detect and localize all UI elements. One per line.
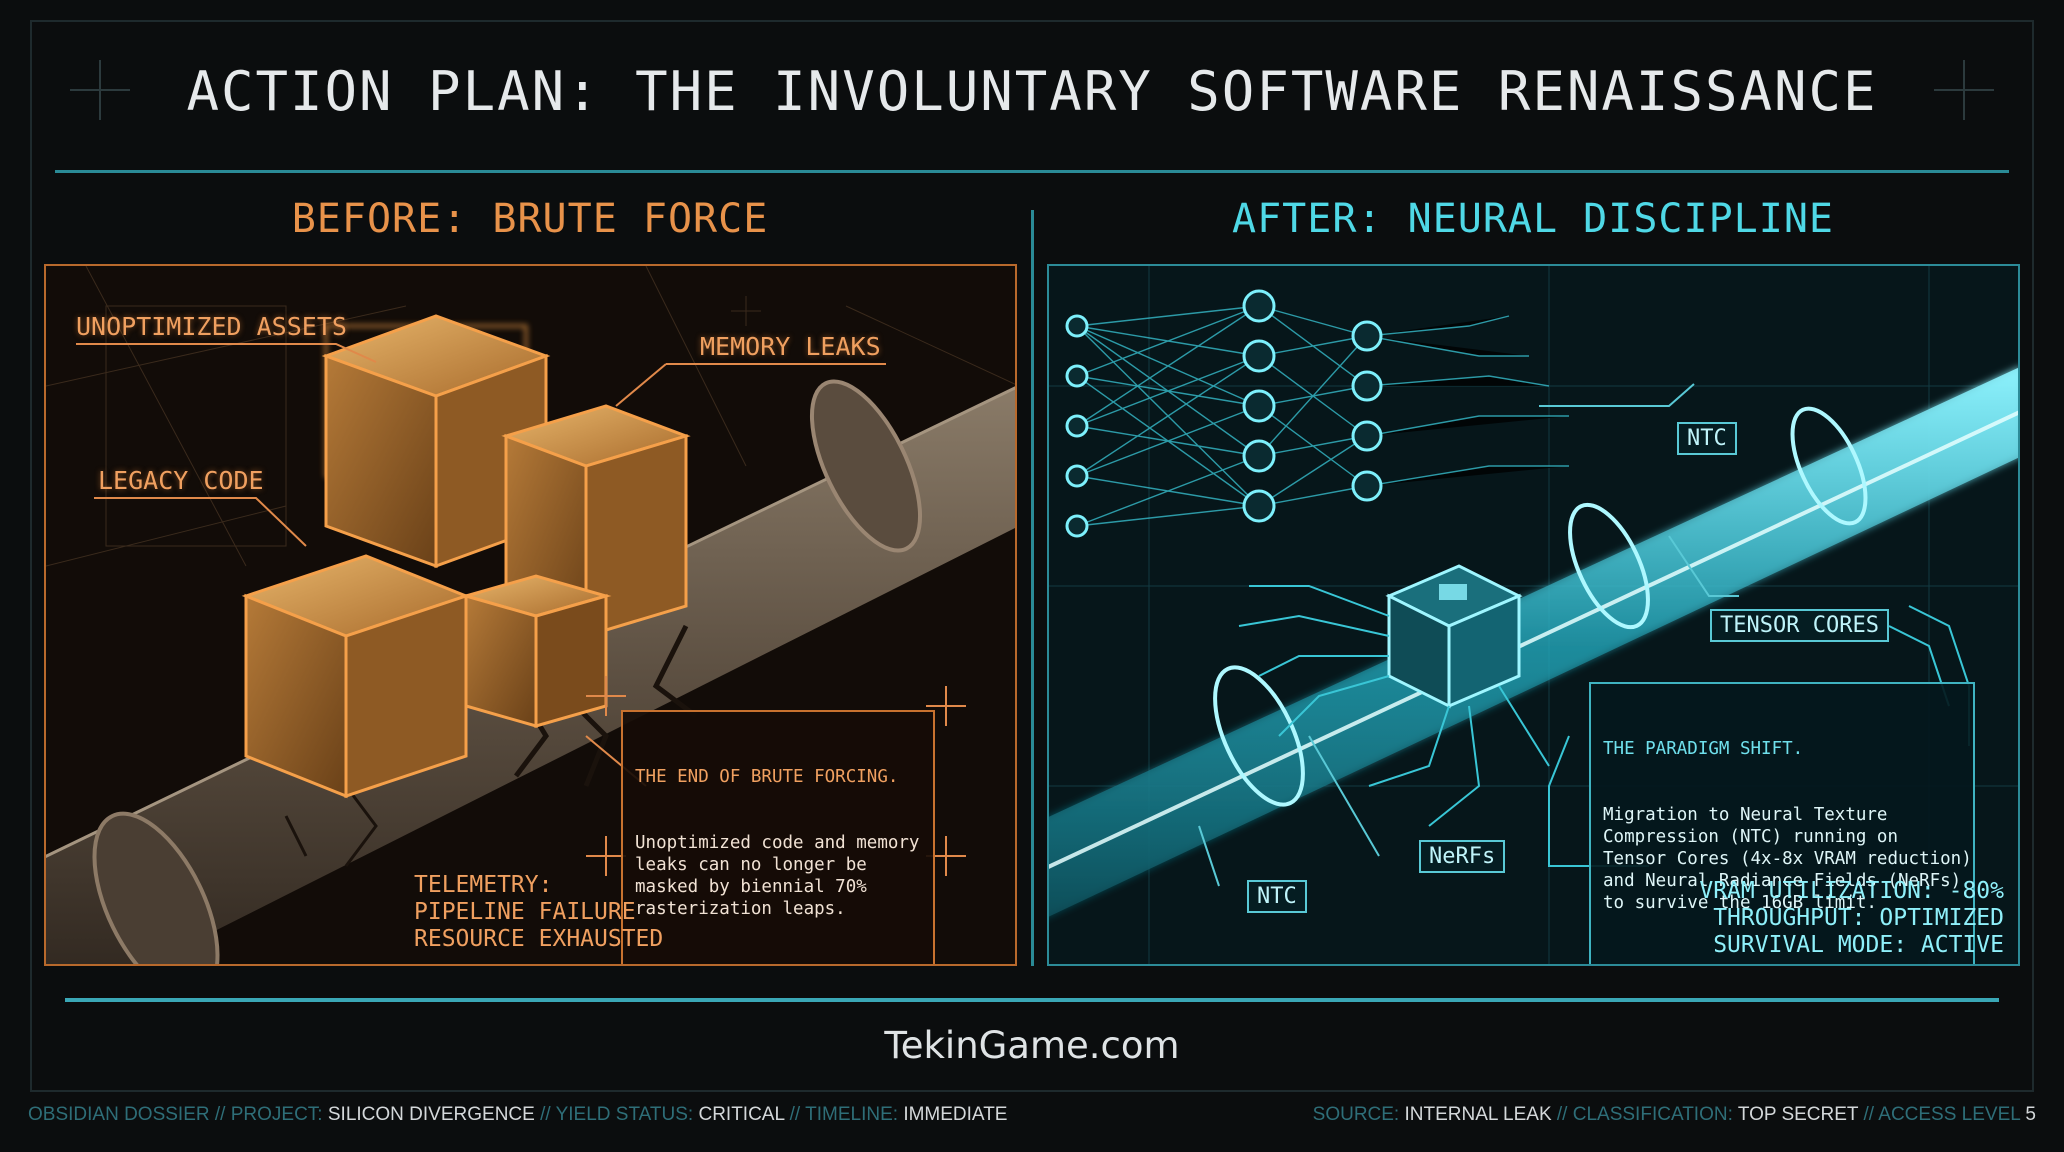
after-heading: AFTER: NEURAL DISCIPLINE bbox=[1232, 196, 1834, 242]
neural-network bbox=[1065, 289, 1569, 538]
after-panel: NTC TENSOR CORES NeRFs NTC THE PARADIGM … bbox=[1047, 264, 2020, 966]
bottom-rule bbox=[65, 998, 1999, 1002]
outer-frame bbox=[30, 20, 2034, 1092]
footer-right-value-2: 5 bbox=[2025, 1104, 2036, 1125]
footer-left: OBSIDIAN DOSSIER // PROJECT: SILICON DIV… bbox=[28, 1104, 1008, 1125]
telemetry-line-2: RESOURCE EXHAUSTED bbox=[414, 926, 664, 952]
label-unoptimized-assets: UNOPTIMIZED ASSETS bbox=[76, 312, 347, 341]
paradigm-shift-callout: THE PARADIGM SHIFT. Migration to Neural … bbox=[1589, 682, 1975, 964]
asset-blocks bbox=[241, 314, 691, 799]
footer-right-value-0: INTERNAL LEAK bbox=[1404, 1104, 1552, 1125]
status-survival: SURVIVAL MODE: ACTIVE bbox=[1713, 932, 2004, 958]
footer-right-value-1: TOP SECRET bbox=[1737, 1104, 1859, 1125]
site-name: TekinGame.com bbox=[884, 1024, 1180, 1067]
telemetry-heading: TELEMETRY: bbox=[414, 872, 553, 898]
footer-left-value-3: IMMEDIATE bbox=[903, 1104, 1008, 1125]
footer-left-key-3: TIMELINE: bbox=[805, 1104, 899, 1125]
status-vram: VRAM UTILIZATION: -80% bbox=[1699, 878, 2004, 904]
title-rule bbox=[55, 170, 2009, 173]
crosshair-top-left bbox=[70, 60, 130, 120]
panel-divider bbox=[1031, 210, 1034, 966]
crosshair-top-right bbox=[1934, 60, 1994, 120]
tag-leaders bbox=[1198, 383, 1739, 887]
before-heading: BEFORE: BRUTE FORCE bbox=[291, 196, 769, 242]
neural-illustration bbox=[1049, 266, 2018, 964]
brute-force-callout-title: THE END OF BRUTE FORCING. bbox=[635, 767, 899, 787]
telemetry-readout: TELEMETRY: PIPELINE FAILURE RESOURCE EXH… bbox=[414, 872, 663, 953]
footer-right-key-0: SOURCE: bbox=[1312, 1104, 1400, 1125]
page-title: ACTION PLAN: THE INVOLUNTARY SOFTWARE RE… bbox=[186, 60, 1878, 123]
target-marks bbox=[586, 676, 966, 876]
status-throughput: THROUGHPUT: OPTIMIZED bbox=[1713, 905, 2004, 931]
label-legacy-code: LEGACY CODE bbox=[98, 466, 264, 495]
footer-left-key-2: YIELD STATUS: bbox=[555, 1104, 694, 1125]
tag-nerfs: NeRFs bbox=[1419, 840, 1506, 873]
footer-left-value-1: SILICON DIVERGENCE bbox=[327, 1104, 535, 1125]
before-panel: UNOPTIMIZED ASSETS MEMORY LEAKS LEGACY C… bbox=[44, 264, 1017, 966]
paradigm-shift-title: THE PARADIGM SHIFT. bbox=[1603, 739, 1804, 759]
tensor-chip bbox=[1385, 564, 1523, 709]
footer-left-key-0: OBSIDIAN DOSSIER bbox=[28, 1104, 210, 1125]
footer-right-key-1: CLASSIFICATION: bbox=[1572, 1104, 1733, 1125]
brute-force-callout-body: Unoptimized code and memory leaks can no… bbox=[635, 833, 920, 919]
tag-ntc-bottom: NTC bbox=[1247, 880, 1307, 913]
tag-ntc-top: NTC bbox=[1677, 422, 1737, 455]
brute-force-callout: THE END OF BRUTE FORCING. Unoptimized co… bbox=[621, 710, 935, 964]
paradigm-shift-body: Migration to Neural Texture Compression … bbox=[1603, 805, 1972, 913]
optimized-pipeline bbox=[1049, 367, 2018, 917]
footer-right: SOURCE: INTERNAL LEAK // CLASSIFICATION:… bbox=[1312, 1104, 2036, 1125]
brute-force-illustration bbox=[46, 266, 1015, 964]
footer-left-value-2: CRITICAL bbox=[698, 1104, 785, 1125]
telemetry-line-1: PIPELINE FAILURE bbox=[414, 899, 636, 925]
label-memory-leaks: MEMORY LEAKS bbox=[700, 332, 881, 361]
footer-left-key-1: PROJECT: bbox=[230, 1104, 323, 1125]
tag-tensor-cores: TENSOR CORES bbox=[1710, 609, 1889, 642]
status-readout: VRAM UTILIZATION: -80% THROUGHPUT: OPTIM… bbox=[1699, 878, 2004, 959]
footer-right-key-2: ACCESS LEVEL bbox=[1878, 1104, 2021, 1125]
